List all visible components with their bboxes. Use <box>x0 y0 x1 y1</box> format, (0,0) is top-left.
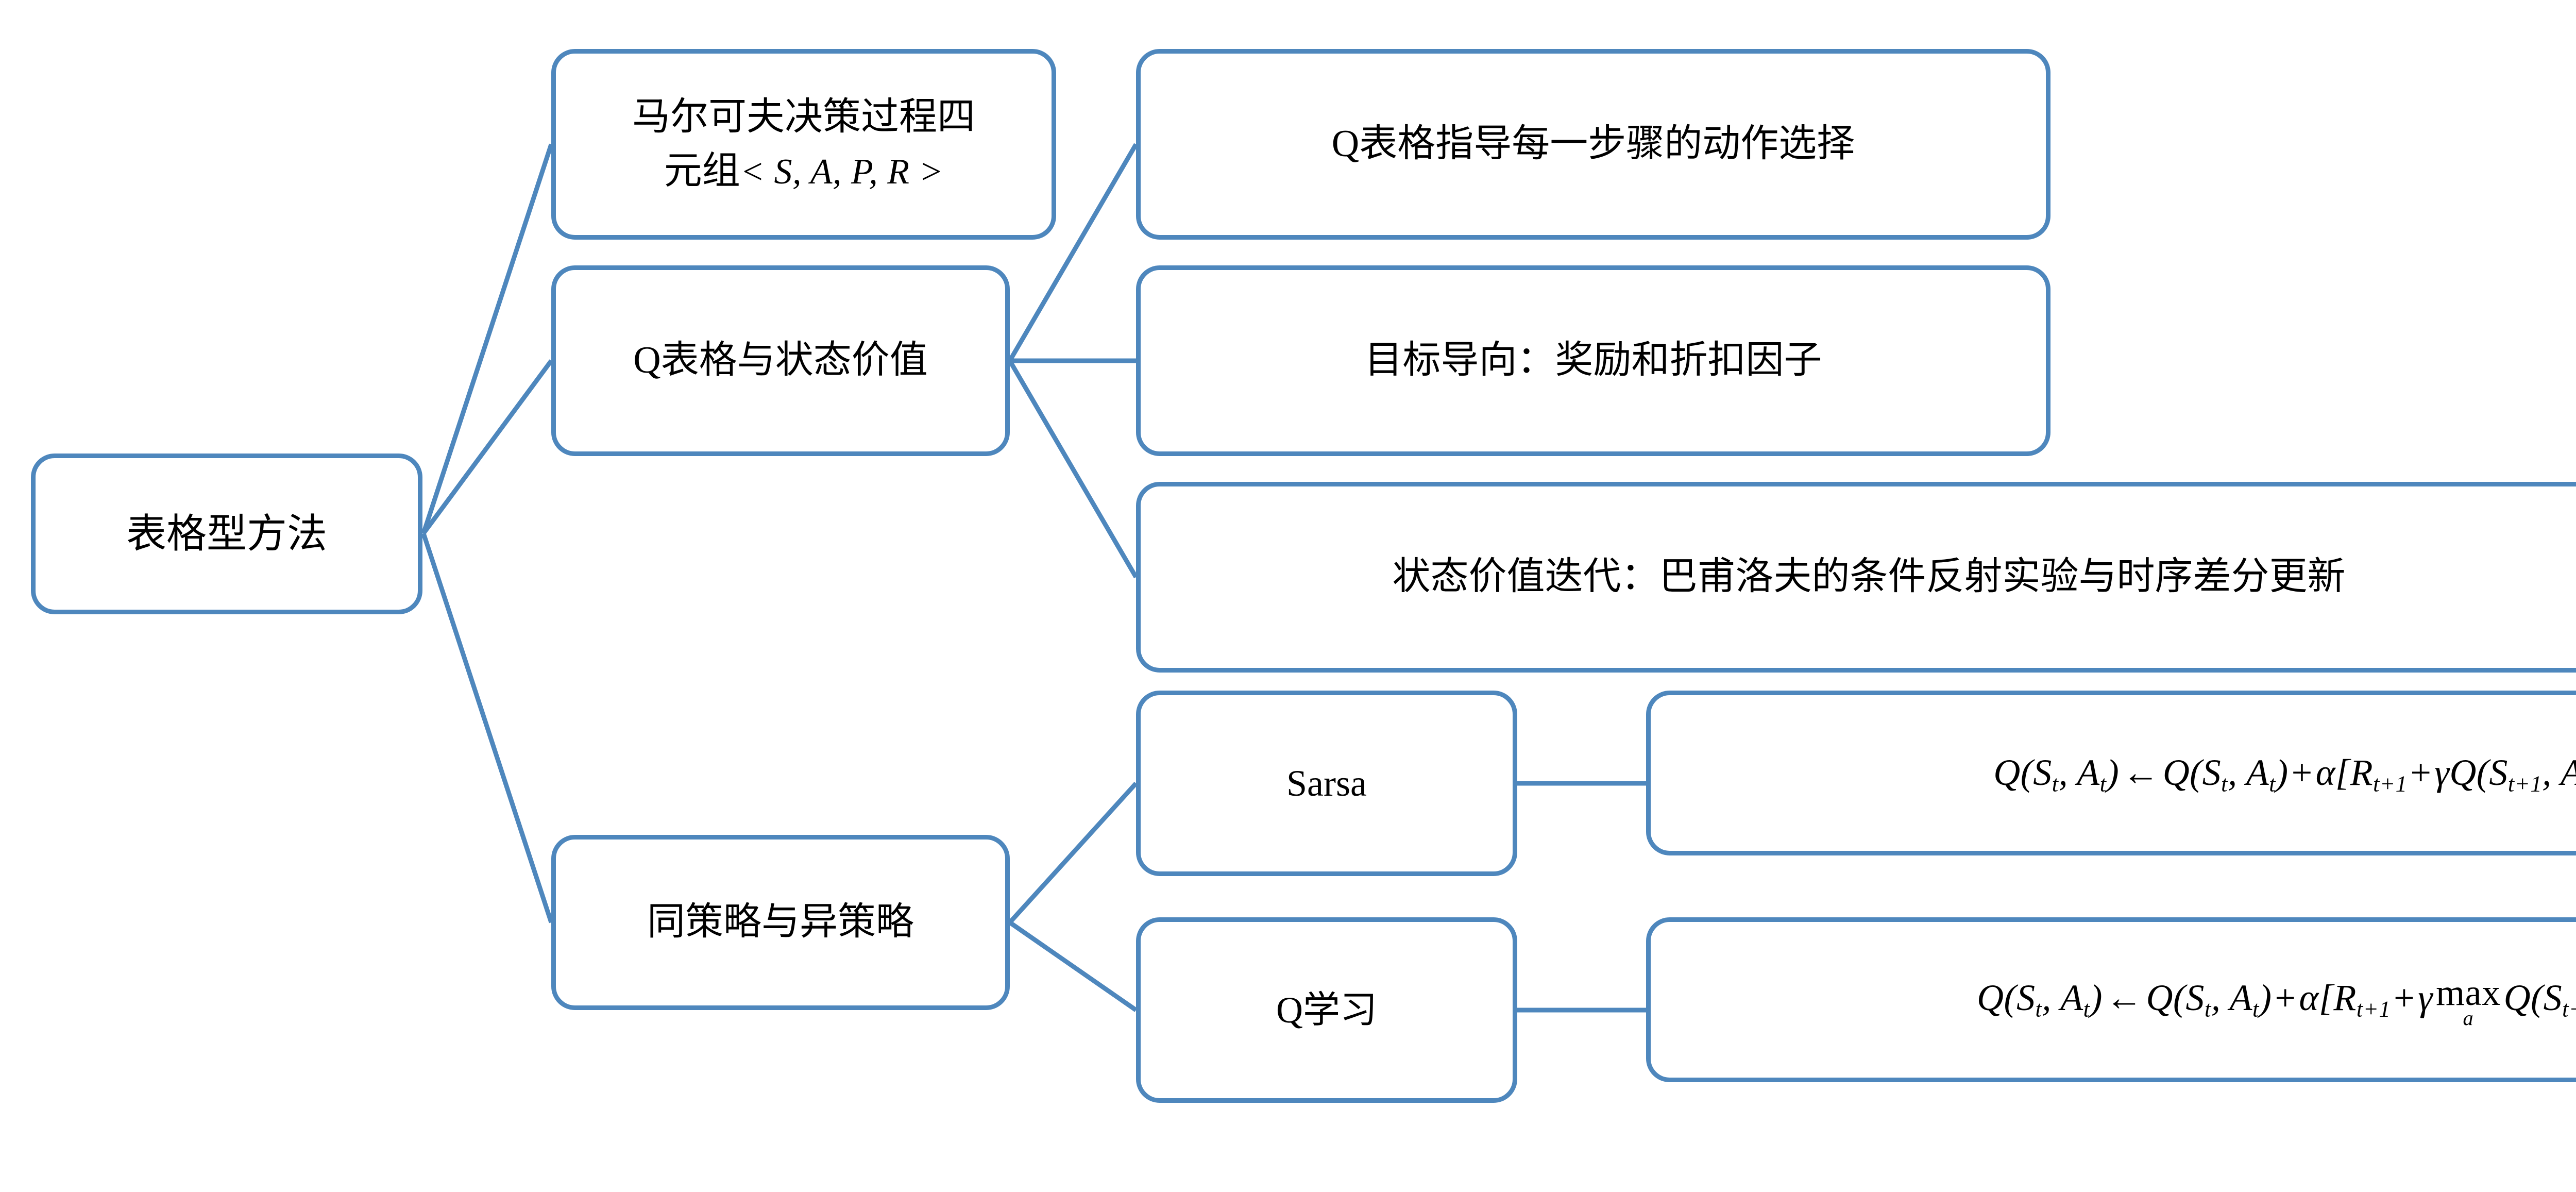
node-on-off-policy[interactable]: 同策略与异策略 <box>551 835 1010 1010</box>
node-sarsa-formula[interactable]: Q(St, At)←Q(St, At)+α[Rt+1+γQ(St+1, At+1… <box>1646 691 2576 855</box>
node-mdp[interactable]: 马尔可夫决策过程四 元组< S, A, P, R > <box>551 49 1056 240</box>
node-q-guides-action-label: Q表格指导每一步骤的动作选择 <box>1331 123 1855 165</box>
node-mdp-label-line2: 元组< S, A, P, R > <box>569 144 1038 198</box>
node-state-value-iteration-label: 状态价值迭代：巴甫洛夫的条件反射实验与时序差分更新 <box>1392 556 2346 598</box>
node-on-off-policy-label: 同策略与异策略 <box>647 901 914 944</box>
node-root-label: 表格型方法 <box>126 511 327 556</box>
connector-root-to-mdp <box>421 143 554 534</box>
connector-root-to-qtable <box>421 359 553 535</box>
node-sarsa[interactable]: Sarsa <box>1136 691 1517 876</box>
node-q-learning-label: Q学习 <box>1276 989 1377 1031</box>
node-mdp-label-line1: 马尔可夫决策过程四 <box>632 95 975 138</box>
node-root[interactable]: 表格型方法 <box>31 454 422 614</box>
sarsa-formula-math: Q(St, At)←Q(St, At)+α[Rt+1+γQ(St+1, At+1… <box>1993 751 2576 797</box>
connector-policy-to-qlearning <box>1008 920 1138 1012</box>
node-mdp-tuple-math: < S, A, P, R > <box>740 152 944 192</box>
node-q-guides-action[interactable]: Q表格指导每一步骤的动作选择 <box>1136 49 2050 240</box>
node-q-learning[interactable]: Q学习 <box>1136 917 1517 1103</box>
node-goal-oriented[interactable]: 目标导向：奖励和折扣因子 <box>1136 265 2050 456</box>
node-q-learning-formula[interactable]: Q(St, At)←Q(St, At)+α[Rt+1+γmaxaQ(St+1, … <box>1646 917 2576 1082</box>
node-sarsa-label: Sarsa <box>1286 762 1367 804</box>
node-mdp-label-prefix: 元组 <box>664 150 740 192</box>
connector-root-to-policy <box>421 532 554 924</box>
connector-policy-to-sarsa <box>1008 781 1138 925</box>
node-q-table-state-value-label: Q表格与状态价值 <box>633 339 928 382</box>
node-state-value-iteration[interactable]: 状态价值迭代：巴甫洛夫的条件反射实验与时序差分更新 <box>1136 482 2576 673</box>
connector-qtable-to-state-value <box>1008 359 1138 579</box>
node-goal-oriented-label: 目标导向：奖励和折扣因子 <box>1364 339 1822 382</box>
q-learning-formula-math: Q(St, At)←Q(St, At)+α[Rt+1+γmaxaQ(St+1, … <box>1976 972 2576 1030</box>
node-q-table-state-value[interactable]: Q表格与状态价值 <box>551 265 1010 456</box>
